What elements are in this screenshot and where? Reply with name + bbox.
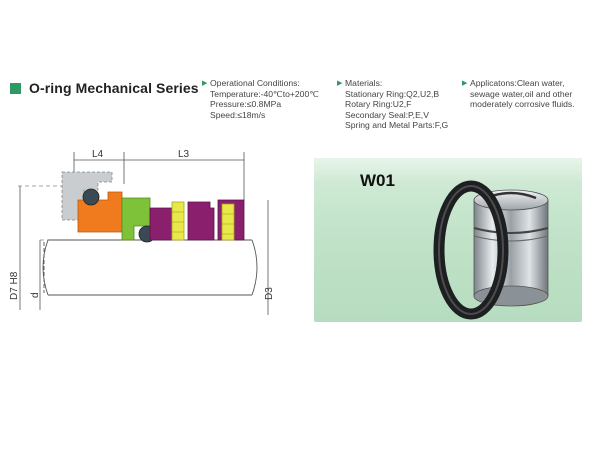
l3-label: L3 xyxy=(178,149,190,160)
operational-conditions: ▶ Operational Conditions: Temperature:-4… xyxy=(202,78,319,120)
seal-cross-section-diagram: L4 L3 D7 H8 d D3 xyxy=(9,149,275,315)
series-header: O-ring Mechanical Series xyxy=(10,80,199,96)
series-title: O-ring Mechanical Series xyxy=(29,80,199,96)
speed-text: Speed:≤18m/s xyxy=(210,109,266,120)
l4-label: L4 xyxy=(92,149,104,160)
rubber-oring xyxy=(433,180,509,320)
green-square-icon xyxy=(10,82,21,94)
triangle-right-icon: ▶ xyxy=(462,80,468,87)
spring-left xyxy=(171,201,185,241)
operational-conditions-heading: Operational Conditions: xyxy=(210,78,300,88)
d3-label: D3 xyxy=(264,287,275,300)
pressure-text: Pressure:≤0.8MPa xyxy=(210,99,282,110)
applications: ▶ Applicatons:Clean water, sewage water,… xyxy=(462,78,595,110)
product-photo-panel: W01 xyxy=(314,158,582,322)
panel-header-band xyxy=(314,158,582,184)
stationary-ring-text: Stationary Ring:Q2,U2,B xyxy=(345,88,440,99)
oring-stationary xyxy=(82,188,100,206)
temperature-text: Temperature:-40℃to+200℃ xyxy=(210,88,319,99)
seal-product-illustration xyxy=(433,180,549,320)
materials-heading: Materials: xyxy=(345,78,383,88)
shaft xyxy=(42,239,258,296)
gland-housing xyxy=(61,171,113,221)
applications-text: Applicatons:Clean water, sewage water,oi… xyxy=(470,78,575,110)
materials: ▶ Materials: Stationary Ring:Q2,U2,B Rot… xyxy=(337,78,449,131)
rotary-ring-text: Rotary Ring:U2,F xyxy=(345,99,412,110)
d-label: d xyxy=(30,292,41,298)
spring-metal-text: Spring and Metal Parts:F,G xyxy=(345,120,449,131)
triangle-right-icon: ▶ xyxy=(202,80,208,87)
secondary-seal-text: Secondary Seal:P,E,V xyxy=(345,109,429,120)
retainer-mid xyxy=(187,201,215,241)
d7-label: D7 H8 xyxy=(9,271,20,300)
metal-seal-body xyxy=(473,189,549,307)
product-model-label: W01 xyxy=(360,171,395,190)
spring-right xyxy=(221,203,235,241)
triangle-right-icon: ▶ xyxy=(337,80,343,87)
rotary-ring xyxy=(121,197,151,241)
